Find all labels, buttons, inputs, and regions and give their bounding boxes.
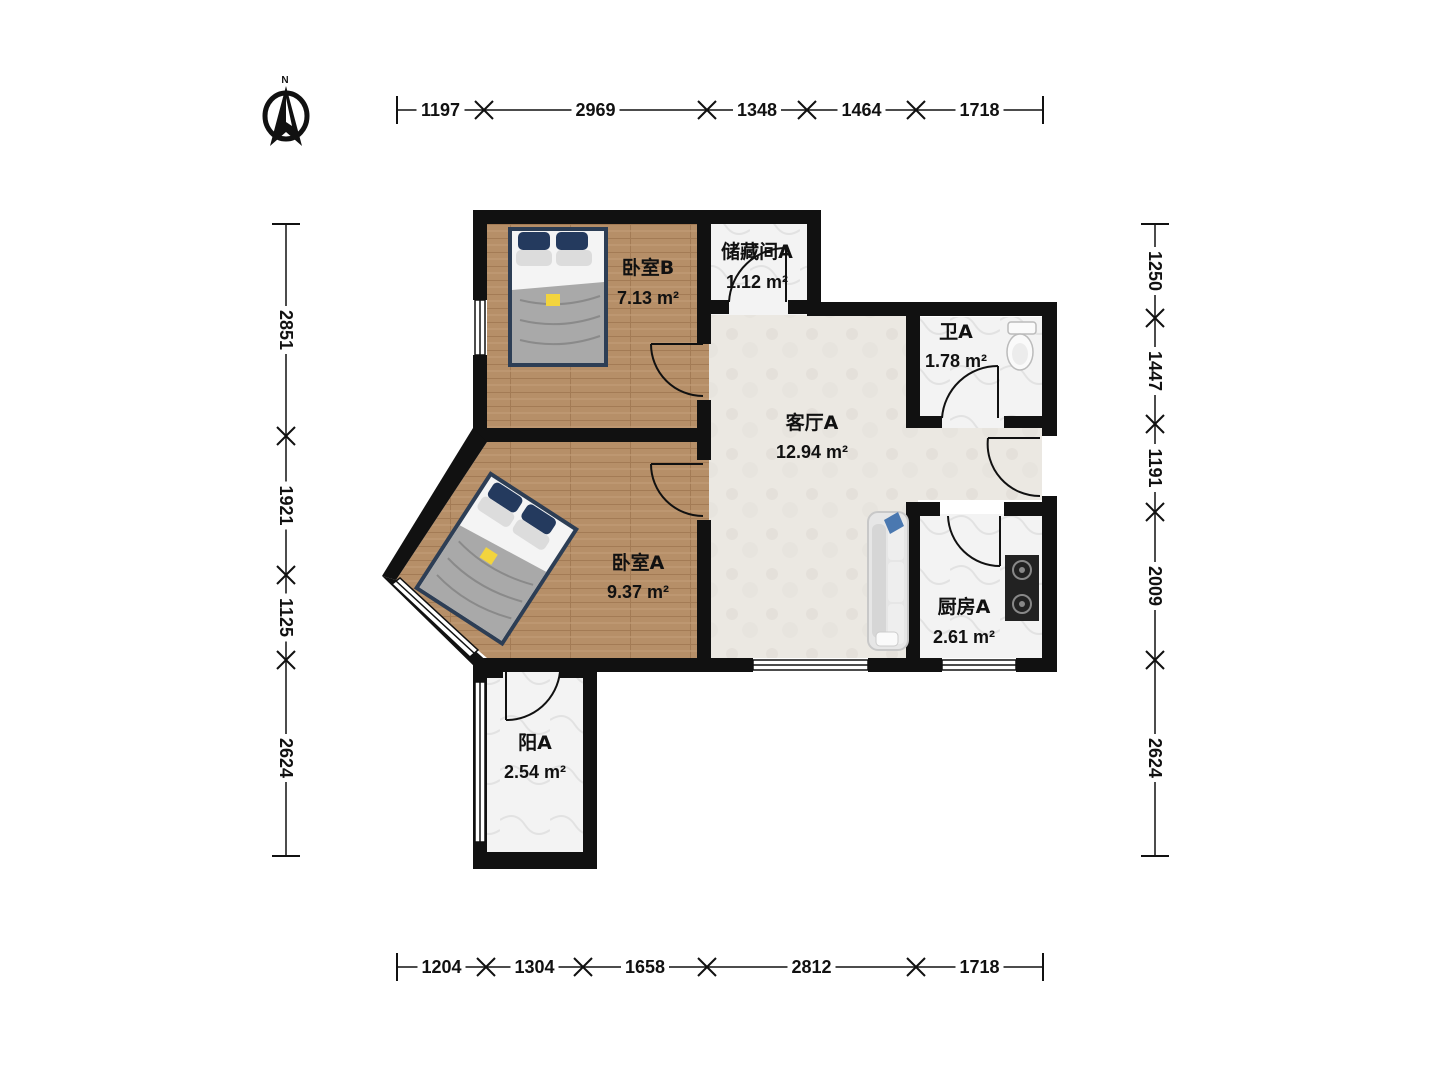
room-area: 1.78 m² [925, 351, 987, 371]
dimension-tick [906, 100, 926, 120]
dimension-label: 1348 [737, 100, 777, 120]
room-label-kitchen-a: 厨房A 2.61 m² [933, 595, 995, 647]
dimension-label: 2624 [276, 738, 296, 778]
dimension-label: 1718 [959, 957, 999, 977]
room-name: 卫A [939, 321, 973, 343]
dimension-label-bg [1144, 734, 1166, 782]
dimension-label-bg [416, 99, 465, 121]
doors [505, 246, 1041, 722]
dimension-label-bg [621, 956, 669, 978]
toilet-icon [1006, 321, 1037, 371]
dimension-label-bg [837, 99, 886, 121]
dimension-label: 1718 [959, 100, 999, 120]
room-name: 厨房A [938, 595, 991, 618]
stove-icon [1005, 555, 1039, 621]
room-name: 卧室A [612, 551, 665, 574]
room-area: 1.12 m² [726, 272, 788, 292]
dimension-label-bg [1144, 444, 1166, 492]
dimension-label-bg [1144, 347, 1166, 395]
room-name: 客厅A [786, 411, 839, 434]
dimension-label-bg [510, 956, 559, 978]
dimension-label-bg [955, 99, 1004, 121]
room-name: 卧室B [622, 256, 674, 279]
room-label-storage-a: 储藏间A 1.12 m² [721, 240, 793, 292]
dimension-tick [476, 957, 496, 977]
dimension-tick [276, 426, 296, 446]
dimension-label-bg [1144, 562, 1166, 610]
dimension-line-top: 1197 2969 1348 1464 1718 [396, 96, 1044, 124]
dimension-label: 1658 [625, 957, 665, 977]
walls [382, 210, 1057, 869]
room-label-living-a: 客厅A 12.94 m² [776, 411, 848, 462]
dimension-label-bg [417, 956, 466, 978]
dimension-label: 1125 [276, 598, 296, 637]
bed-icon [413, 471, 580, 647]
dimension-label-bg [275, 734, 297, 782]
dimension-label: 1464 [841, 100, 881, 120]
dimension-label: 1191 [1145, 448, 1165, 487]
dimension-tick [474, 100, 494, 120]
dimension-tick [1145, 502, 1165, 522]
dimension-tick [276, 565, 296, 585]
dimension-tick [1145, 308, 1165, 328]
dimension-label: 2969 [575, 100, 615, 120]
dimension-line-right: 1250 1447 1191 2009 2624 [1141, 223, 1169, 857]
room-label-bedroom-b: 卧室B 7.13 m² [617, 256, 679, 308]
dimension-label-bg [733, 99, 781, 121]
dimension-tick [276, 650, 296, 670]
room-label-bath-a: 卫A 1.78 m² [925, 321, 987, 371]
dimension-label: 1250 [1145, 251, 1165, 291]
dimension-label: 2624 [1145, 738, 1165, 778]
dimension-tick [797, 100, 817, 120]
north-arrow-icon: N [262, 75, 310, 146]
dimension-tick [573, 957, 593, 977]
dimension-label: 1197 [421, 100, 460, 120]
dimension-label-bg [1144, 247, 1166, 295]
dimension-label: 1921 [276, 485, 296, 525]
room-label-balcony-a: 阳A 2.54 m² [504, 732, 566, 782]
dimension-label: 2812 [791, 957, 831, 977]
room-area: 9.37 m² [607, 582, 669, 602]
dimension-tick [1145, 650, 1165, 670]
dimension-label-bg [955, 956, 1004, 978]
room-name: 储藏间A [721, 240, 793, 263]
dimension-tick [1145, 414, 1165, 434]
dimension-label: 1204 [421, 957, 461, 977]
room-area: 12.94 m² [776, 442, 848, 462]
bed-icon [508, 227, 608, 367]
compass-label: N [281, 75, 288, 86]
dimension-label-bg [275, 593, 297, 642]
dimension-label: 1304 [514, 957, 554, 977]
dimension-line-bottom: 1204 1304 1658 2812 1718 [396, 953, 1044, 981]
dimension-label: 2851 [276, 310, 296, 350]
sofa-icon [867, 511, 909, 651]
dimension-label: 1447 [1145, 351, 1165, 391]
room-area: 2.61 m² [933, 627, 995, 647]
room-label-bedroom-a: 卧室A 9.37 m² [607, 551, 669, 602]
room-area: 7.13 m² [617, 288, 679, 308]
dimension-tick [697, 100, 717, 120]
windows [390, 299, 1017, 843]
dimension-tick [697, 957, 717, 977]
dimension-label-bg [275, 306, 297, 354]
dimension-label-bg [787, 956, 836, 978]
dimension-line-left: 2851 1921 1125 2624 [272, 223, 300, 857]
dimension-label: 2009 [1145, 566, 1165, 606]
room-area: 2.54 m² [504, 762, 566, 782]
dimension-tick [906, 957, 926, 977]
room-name: 阳A [518, 732, 552, 754]
dimension-label-bg [275, 481, 297, 530]
dimension-label-bg [571, 99, 620, 121]
